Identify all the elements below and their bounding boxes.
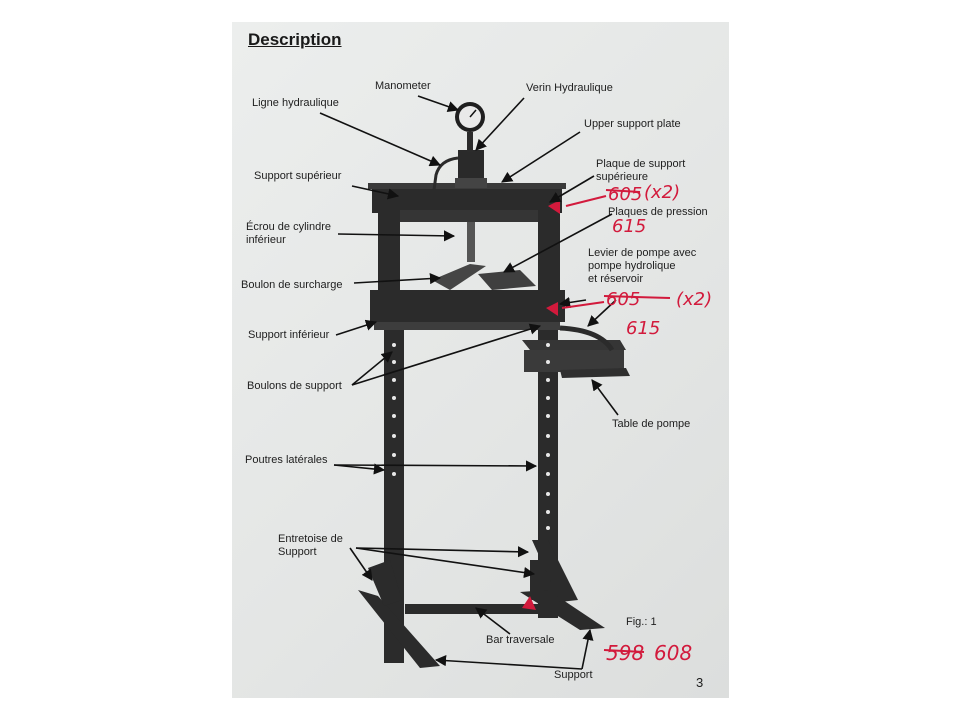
lower-new-value: 615	[626, 318, 660, 339]
label-support-superieur: Support supérieur	[254, 170, 342, 182]
upper-old-value: 605	[608, 184, 642, 205]
warning-triangles	[522, 200, 560, 610]
bottom-new-value: 608	[654, 641, 692, 665]
label-ecrou-cylindre: Écrou de cylindre inférieur	[246, 221, 331, 246]
label-ligne-hydraulique: Ligne hydraulique	[252, 97, 339, 109]
upper-multiplier: (x2)	[644, 182, 680, 203]
label-manometer: Manometer	[375, 80, 431, 92]
page-number: 3	[696, 675, 704, 690]
manual-page	[232, 22, 729, 698]
label-plaque-support-superieure: Plaque de support supérieure	[596, 158, 686, 183]
label-table-de-pompe: Table de pompe	[612, 418, 691, 430]
label-poutres-laterales: Poutres latérales	[245, 454, 328, 466]
label-boulon-de-surcharge: Boulon de surcharge	[241, 279, 343, 291]
label-support: Support	[554, 669, 593, 681]
page-title: Description	[248, 30, 342, 49]
label-boulons-de-support: Boulons de support	[247, 380, 342, 392]
upper-new-value: 615	[612, 216, 646, 237]
hydraulic-line	[432, 156, 459, 191]
label-plaques-de-pression: Plaques de pression	[608, 206, 708, 218]
manometer-gauge	[455, 102, 485, 152]
figure-label: Fig.: 1	[626, 616, 657, 628]
label-upper-support-plate: Upper support plate	[584, 118, 681, 130]
leader-arrows	[319, 95, 619, 670]
label-verin-hydraulique: Verin Hydraulique	[526, 82, 613, 94]
label-support-inferieur: Support inférieur	[248, 329, 330, 341]
column-holes	[392, 343, 550, 530]
label-levier-de-pompe: Levier de pompe avec pompe hydrolique et…	[588, 247, 697, 285]
press-frame	[358, 150, 630, 668]
label-entretoise-de-support: Entretoise de Support	[278, 533, 343, 558]
handwritten-corrections: 605 (x2) 615 605 (x2) 615 598 608	[561, 182, 712, 665]
lower-multiplier: (x2)	[676, 289, 712, 310]
label-bar-traversale: Bar traversale	[486, 634, 555, 646]
bottom-old-value: 598	[606, 641, 644, 665]
lower-old-value: 605	[606, 289, 640, 310]
